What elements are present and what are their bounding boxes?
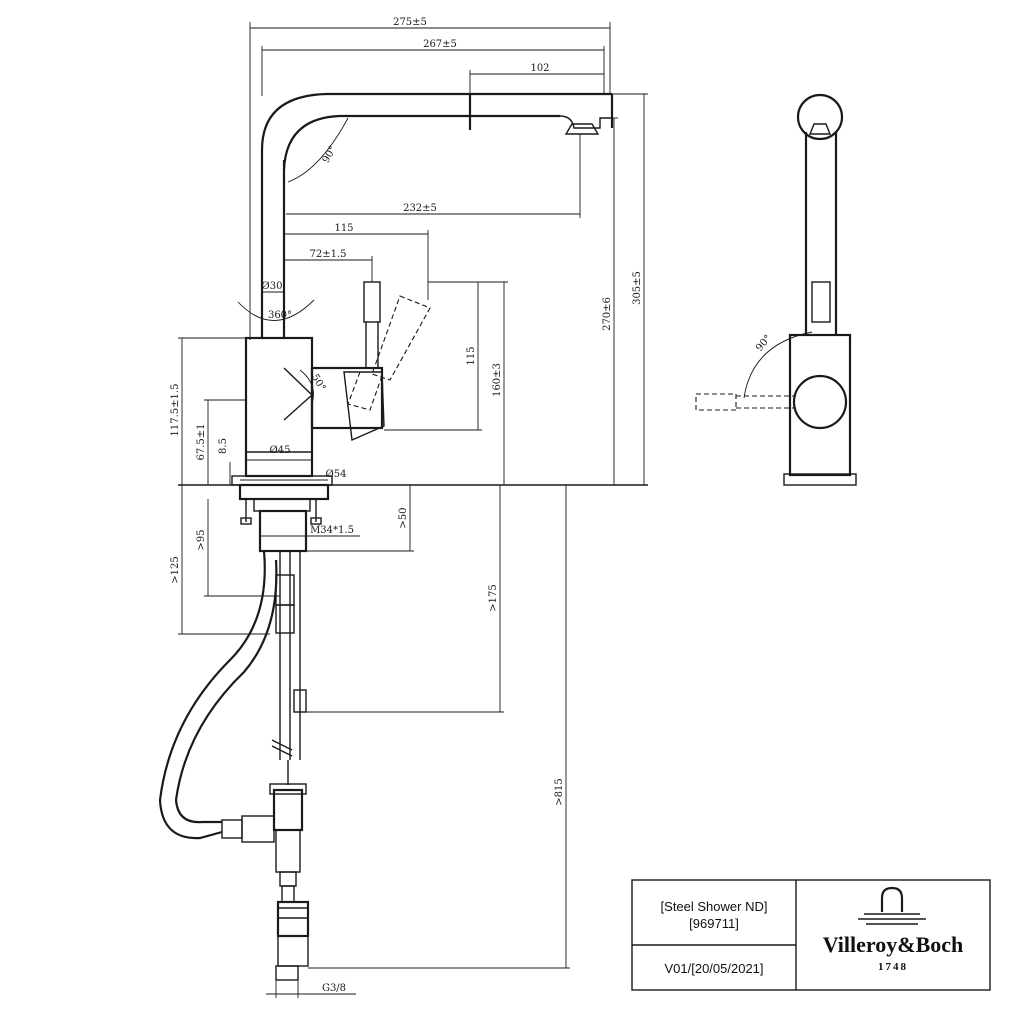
brand-year: 1748: [878, 961, 908, 973]
dim-dia54: Ø54: [326, 469, 347, 480]
dim-102: 102: [530, 63, 549, 74]
dim-175: >175: [488, 584, 499, 611]
front-view: [158, 92, 648, 981]
dim-dia45: Ø45: [270, 445, 291, 456]
dimension-lines: [178, 22, 648, 998]
dim-115-top: 115: [334, 223, 353, 234]
version-date: V01/[20/05/2021]: [664, 961, 763, 976]
dim-m34: M34*1.5: [310, 525, 354, 536]
dim-72: 72±1.5: [309, 249, 346, 260]
dim-115-vertical: 115: [466, 346, 477, 365]
side-view: 90°: [695, 93, 857, 486]
dim-50: >50: [398, 507, 409, 528]
dim-dia30: Ø30: [262, 281, 283, 292]
dim-117-5: 117.5±1.5: [170, 384, 181, 437]
dim-270: 270±6: [602, 297, 613, 331]
dim-360: 360°: [268, 310, 292, 321]
dim-125: >125: [170, 556, 181, 583]
title-block: [Steel Shower ND] [969711] V01/[20/05/20…: [631, 879, 991, 991]
dim-95: >95: [196, 529, 207, 550]
dim-305: 305±5: [632, 271, 643, 305]
brand-logo: [858, 886, 926, 925]
dimension-labels: 275±5 267±5 102 232±5 115 72±1.5 Ø30 360…: [170, 17, 643, 994]
dim-160: 160±3: [492, 363, 503, 397]
dim-90-side: 90°: [754, 333, 774, 354]
dim-815: >815: [554, 778, 565, 805]
dim-232: 232±5: [403, 203, 437, 214]
dim-267: 267±5: [423, 39, 457, 50]
dim-90-spout: 90°: [321, 144, 339, 165]
product-name: [Steel Shower ND]: [661, 899, 768, 914]
brand-name: Villeroy&Boch: [823, 932, 964, 957]
dim-8-5: 8.5: [218, 438, 229, 454]
dim-67-5: 67.5±1: [196, 423, 207, 460]
dim-275: 275±5: [393, 17, 427, 28]
product-code: [969711]: [689, 916, 739, 931]
dim-g3-8: G3/8: [322, 983, 346, 994]
